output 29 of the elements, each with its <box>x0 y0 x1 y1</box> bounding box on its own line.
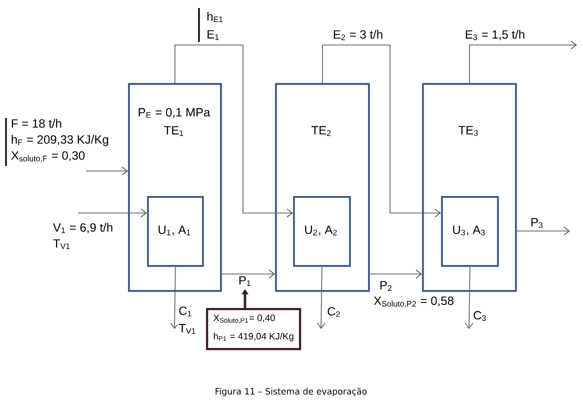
arrow <box>464 266 474 329</box>
stream-data-text: V$_{1}$ = 6,9 t/h T$_{V1}$ <box>53 222 112 249</box>
arrow <box>316 266 326 329</box>
edge-label: E$_{2}$ = 3 t/h <box>332 28 384 42</box>
note-box: X$_{Soluto,P1}$= 0,40 h$_{P1}$ = 419,04 KJ/Kg <box>206 308 302 350</box>
edge-label: C$_{2}$ <box>326 306 342 318</box>
arrow <box>170 266 179 329</box>
stream-data-text: F = 18 t/h h$_{F}$ = 209,33 KJ/Kg X$_{soluto,F}$ = 0,30 <box>5 118 108 166</box>
edge-label: P$_{1}$ <box>237 274 253 288</box>
stream-label: X$_{Soluto,P2}$ = 0,58 <box>374 296 454 308</box>
edge-label: P$_{3}$ <box>529 216 545 230</box>
edge-label: P$_{2}$ <box>378 280 394 292</box>
arrow <box>86 166 128 176</box>
caption: Figura 11 – Sistema de evaporação <box>216 388 367 396</box>
arrow <box>78 208 147 218</box>
stream-label: h$_{E1}$ <box>207 12 223 22</box>
arrow <box>174 44 293 218</box>
edge-label: C$_{3}$ <box>472 310 488 322</box>
heat-exchanger-box: U$_{3}$, A$_{3}$ <box>441 196 499 267</box>
stream-label: E$_{1}$ <box>208 30 219 40</box>
arrow <box>322 44 441 218</box>
arrow <box>469 40 577 84</box>
edge-label: C$_{1}$ T$_{V1}$ <box>177 305 199 336</box>
heat-exchanger-box: U$_{2}$, A$_{2}$ <box>293 196 351 267</box>
arrow <box>369 270 422 278</box>
arrow <box>516 226 570 236</box>
arrow <box>221 270 275 278</box>
edge-label: E$_{3}$ = 1,5 t/h <box>464 28 526 42</box>
heat-exchanger-box: U$_{1}$, A$_{1}$ <box>147 196 204 267</box>
